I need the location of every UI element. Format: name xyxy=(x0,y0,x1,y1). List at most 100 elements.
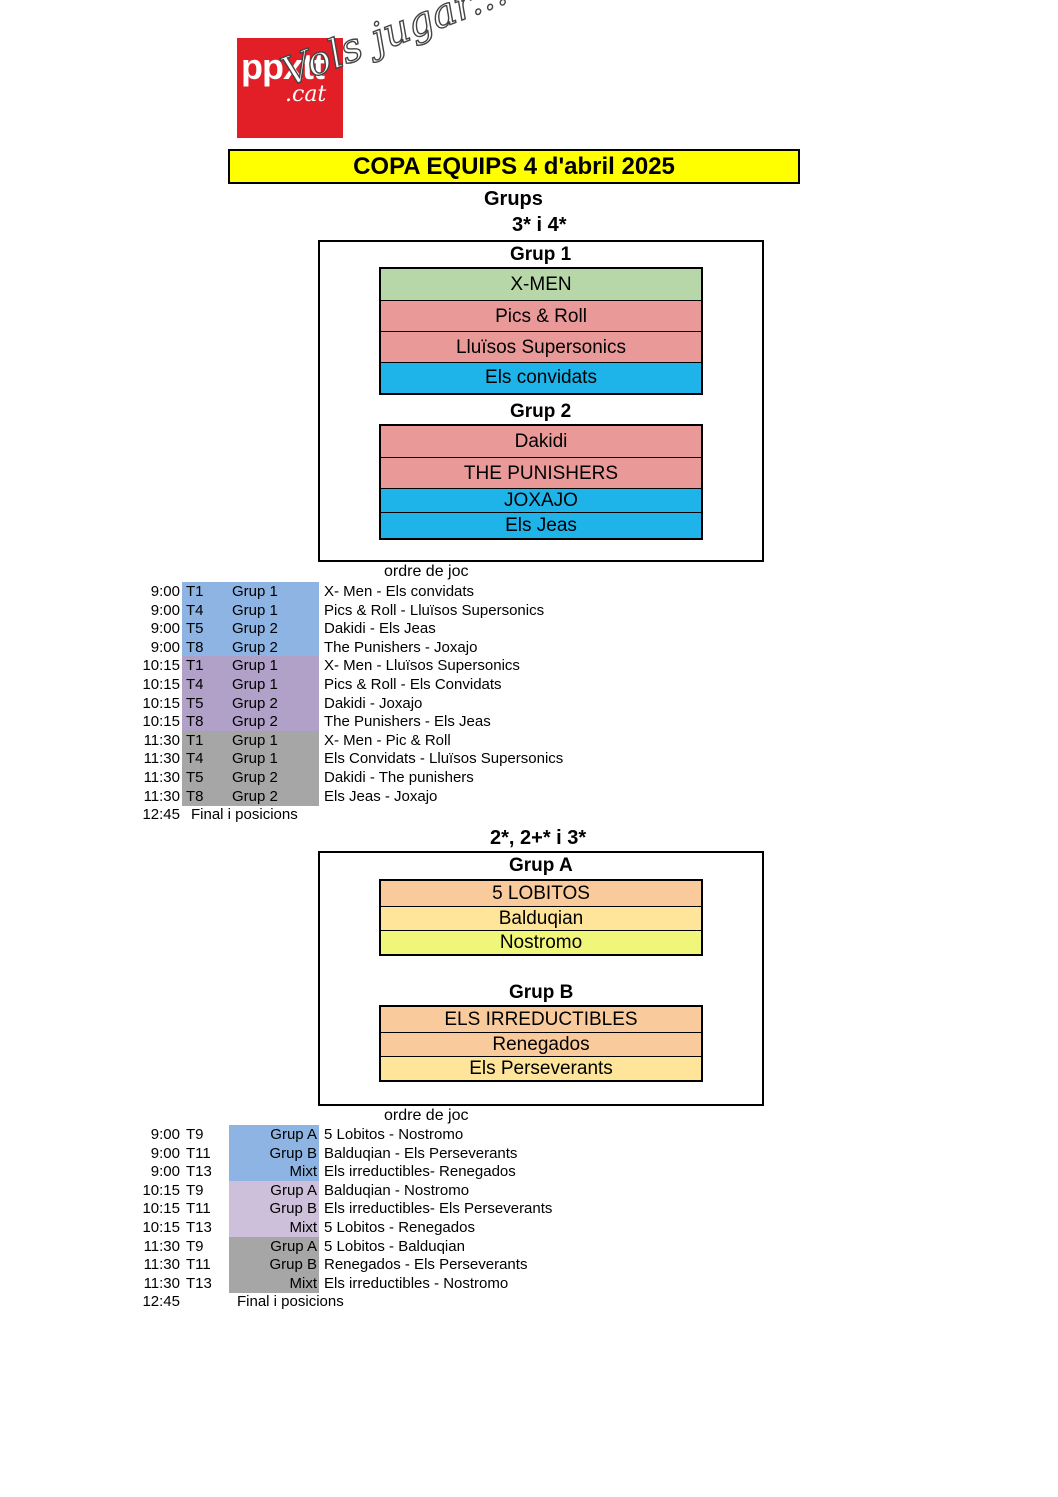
final-text: Final i posicions xyxy=(237,1293,344,1310)
final-time: 12:45 xyxy=(142,806,180,823)
schedule-time: 11:30 xyxy=(143,787,180,805)
schedule-time: 10:15 xyxy=(142,1219,180,1236)
schedule-table: T8 xyxy=(186,713,204,731)
schedule-match: The Punishers - Joxajo xyxy=(324,638,478,656)
final-row: 12:45 Final i posicions xyxy=(0,1292,700,1311)
schedule-row-highlight xyxy=(182,786,319,806)
schedule-match: Renegados - Els Perseverants xyxy=(324,1256,528,1274)
team-cell: X-MEN xyxy=(381,269,701,301)
section1-heading: 3* i 4* xyxy=(512,214,567,236)
schedule-row: 9:00 T1 Grup 1 X- Men - Els convidats xyxy=(0,582,700,601)
schedule-table: T8 xyxy=(186,787,204,805)
team-table-grup-b: ELS IRREDUCTIBLES Renegados Els Persever… xyxy=(379,1005,703,1082)
team-cell: Els Perseverants xyxy=(381,1057,701,1080)
schedule-table: T9 xyxy=(186,1181,204,1199)
schedule-time: 10:15 xyxy=(142,694,180,712)
schedule-table: T11 xyxy=(186,1256,211,1274)
logo-main-text: ppxtt xyxy=(241,46,325,87)
schedule-time: 11:30 xyxy=(143,731,180,749)
schedule-match: Els irreductibles - Nostromo xyxy=(324,1274,509,1292)
schedule-table: T13 xyxy=(186,1219,212,1236)
final-text: Final i posicions xyxy=(191,806,298,823)
schedule-time: 11:30 xyxy=(143,1274,180,1292)
schedule-table: T9 xyxy=(186,1126,204,1143)
schedule-table: T9 xyxy=(186,1237,204,1255)
schedule-match: Els Convidats - Lluïsos Supersonics xyxy=(324,750,564,768)
schedule-time: 9:00 xyxy=(150,1163,180,1181)
schedule-row-highlight xyxy=(229,1236,319,1256)
schedule-time: 9:00 xyxy=(150,601,180,619)
schedule-match: 5 Lobitos - Renegados xyxy=(324,1219,475,1236)
final-time: 12:45 xyxy=(142,1293,180,1310)
schedule-group: Grup 2 xyxy=(232,620,278,638)
schedule-time: 11:30 xyxy=(143,1237,180,1255)
schedule-group: Grup A xyxy=(270,1181,317,1199)
schedule-row-highlight xyxy=(182,600,319,620)
schedule-row-highlight xyxy=(182,712,319,732)
schedule-table: T1 xyxy=(186,657,204,675)
schedule-row-highlight xyxy=(182,656,319,676)
schedule-row-highlight xyxy=(182,730,319,750)
schedule-table: T8 xyxy=(186,638,204,656)
schedule-group: Grup B xyxy=(269,1200,317,1218)
schedule-group: Grup A xyxy=(270,1237,317,1255)
schedule-row-highlight xyxy=(229,1273,319,1293)
schedule-table: T5 xyxy=(186,694,204,712)
schedule-time: 9:00 xyxy=(150,620,180,638)
schedule-time: 10:15 xyxy=(142,657,180,675)
page-title: COPA EQUIPS 4 d'abril 2025 xyxy=(228,149,800,184)
group-label: Grup A xyxy=(509,855,573,876)
schedule-match: Dakidi - Els Jeas xyxy=(324,620,436,638)
schedule-row-highlight xyxy=(182,693,319,713)
schedule-table: T1 xyxy=(186,583,204,600)
team-cell: Balduqian xyxy=(381,907,701,931)
schedule-time: 9:00 xyxy=(150,583,180,600)
schedule-time: 10:15 xyxy=(142,1181,180,1199)
schedule-row-highlight xyxy=(182,768,319,787)
team-table-grup-a: 5 LOBITOS Balduqian Nostromo xyxy=(379,879,703,956)
schedule-group: Grup 1 xyxy=(232,731,278,749)
schedule-row-highlight xyxy=(182,619,319,639)
schedule-group: Grup 2 xyxy=(232,694,278,712)
schedule-table: T4 xyxy=(186,601,204,619)
schedule-group: Grup 1 xyxy=(232,583,278,600)
schedule-row-highlight xyxy=(229,1199,319,1219)
schedule-match: Els irreductibles- Renegados xyxy=(324,1163,516,1181)
schedule-group: Grup 1 xyxy=(232,676,278,693)
schedule-row-highlight xyxy=(229,1143,319,1163)
schedule-table: T4 xyxy=(186,750,204,768)
schedule-table: T13 xyxy=(186,1163,212,1181)
schedule-row-highlight xyxy=(229,1255,319,1275)
schedule-table: T4 xyxy=(186,676,204,693)
schedule-match: X- Men - Lluïsos Supersonics xyxy=(324,657,520,675)
logo-sub-text: .cat xyxy=(285,82,327,107)
schedule-time: 9:00 xyxy=(150,1144,180,1162)
schedule-row-highlight xyxy=(229,1162,319,1182)
schedule-table: T11 xyxy=(186,1144,211,1162)
schedule-match: Pics & Roll - Lluïsos Supersonics xyxy=(324,601,545,619)
team-cell: 5 LOBITOS xyxy=(381,881,701,907)
schedule-group: Grup 1 xyxy=(232,750,278,768)
schedule-group: Mixt xyxy=(289,1163,318,1181)
schedule-group: Mixt xyxy=(289,1274,318,1292)
schedule-table: T5 xyxy=(186,769,204,786)
schedule-match: X- Men - Els convidats xyxy=(324,583,475,600)
schedule-row-highlight xyxy=(229,1218,319,1237)
section1-frame xyxy=(318,240,764,562)
schedule-group: Grup A xyxy=(270,1126,317,1143)
schedule-group: Grup B xyxy=(269,1144,317,1162)
schedule-match: Els irreductibles- Els Perseverants xyxy=(324,1200,553,1218)
schedule-row-highlight xyxy=(229,1125,319,1144)
schedule-row-highlight xyxy=(182,637,319,657)
schedule-match: 5 Lobitos - Balduqian xyxy=(324,1237,465,1255)
